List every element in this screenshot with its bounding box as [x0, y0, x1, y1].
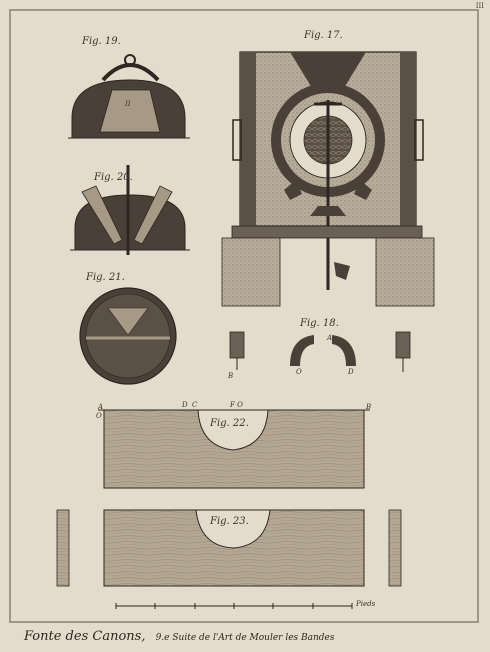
caption-subtitle: 9.e Suite de l'Art de Mouler les Bandes: [155, 633, 335, 643]
fig18-drawing: [229, 331, 411, 372]
fig22-letter-a: A: [98, 403, 104, 411]
fig21-drawing: [79, 287, 177, 385]
fig22-letter-d: D: [182, 401, 188, 409]
fig23-drawing: [56, 509, 402, 587]
fig20-drawing: [70, 165, 190, 255]
caption-title: Fonte des Canons,: [24, 629, 146, 644]
fig22-letter-fo: F O: [230, 401, 243, 409]
fig19-label: Fig. 19.: [82, 36, 121, 47]
fig18-label: Fig. 18.: [300, 318, 339, 329]
fig18-letter-o: O: [296, 368, 302, 376]
fig18-letter-a: A: [327, 334, 333, 342]
corner-mark: III: [475, 2, 484, 10]
fig22-letter-c: C: [192, 401, 198, 409]
fig18-letter-d: D: [348, 368, 354, 376]
fig20-label: Fig. 20.: [94, 172, 133, 183]
fig22-drawing: [98, 409, 370, 489]
scale-label: Pieds: [356, 600, 376, 608]
fig19-letter-ii: II: [125, 100, 131, 108]
fig22-letter-o: O: [96, 412, 102, 420]
fig19-drawing: [68, 54, 190, 139]
fig23-label: Fig. 23.: [210, 516, 249, 527]
plate-border: [9, 9, 479, 623]
fig18-letter-b: B: [228, 372, 234, 380]
scale-bar: [115, 603, 353, 609]
fig17-label: Fig. 17.: [304, 30, 343, 41]
fig17-drawing: [221, 51, 435, 307]
fig22-letter-b: B: [366, 403, 372, 411]
fig22-label: Fig. 22.: [210, 418, 249, 429]
fig21-label: Fig. 21.: [86, 272, 125, 283]
plate-caption: Fonte des Canons, 9.e Suite de l'Art de …: [24, 629, 474, 644]
